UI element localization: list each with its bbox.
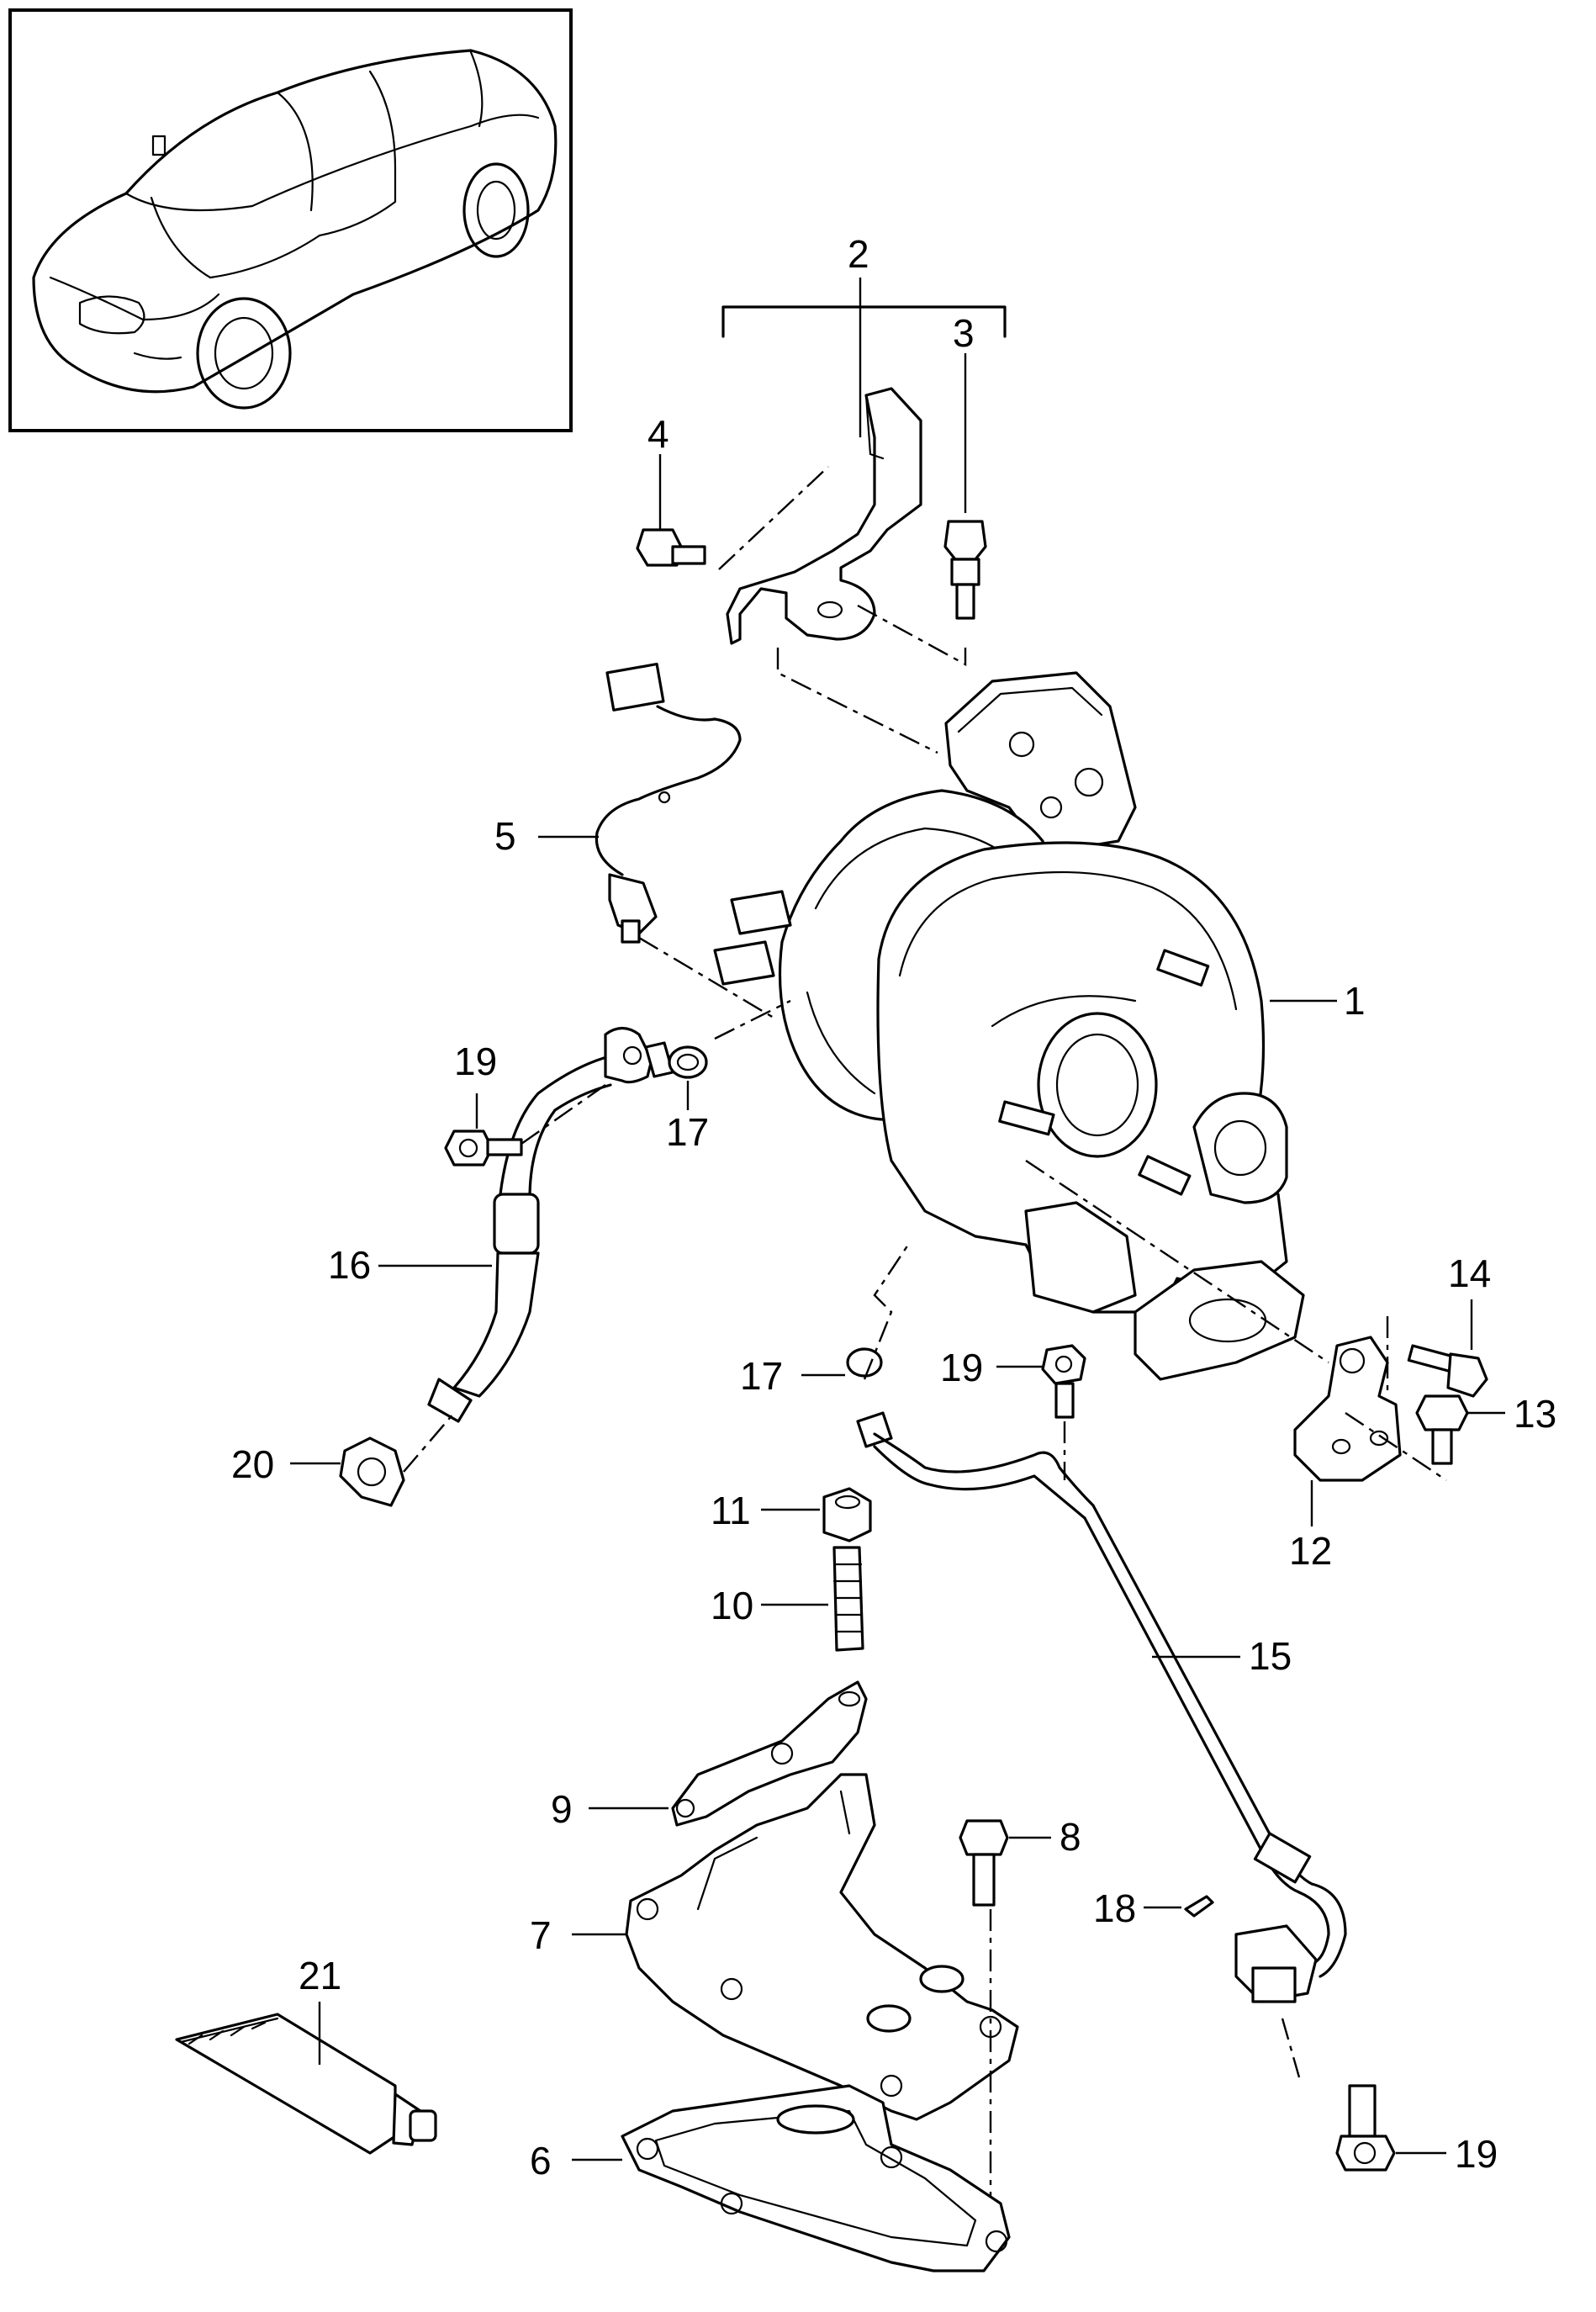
callout-2: 2 (848, 232, 869, 276)
callout-17-lower: 17 (740, 1354, 783, 1398)
bolt-19-left (444, 1130, 523, 1167)
callout-6: 6 (530, 2139, 552, 2182)
temperature-sensor-5 (595, 662, 742, 944)
callout-11: 11 (711, 1489, 751, 1532)
callout-19-lower-right: 19 (1455, 2132, 1498, 2176)
bolt-4 (636, 454, 706, 567)
callout-18: 18 (1093, 1886, 1136, 1930)
support-bracket-12 (1293, 1336, 1402, 1482)
callout-4: 4 (647, 412, 669, 456)
hose-clamp-20 (339, 1436, 405, 1507)
nut-11 (822, 1487, 872, 1542)
callout-19-left: 19 (454, 1040, 497, 1083)
bolt-19-middle (1041, 1344, 1086, 1419)
callout-12: 12 (1289, 1529, 1332, 1573)
bolt-19-lower-right (1335, 2084, 1396, 2172)
callout-13: 13 (1514, 1392, 1556, 1436)
bolt-14 (1407, 1344, 1488, 1398)
vehicle-inset (8, 8, 573, 432)
callout-17-upper: 17 (666, 1110, 709, 1154)
bracket-2-group-marker (721, 278, 1007, 338)
gasket-9 (671, 1680, 868, 1827)
callout-14: 14 (1448, 1251, 1491, 1295)
car-outline-illustration (32, 49, 558, 410)
bolt-8 (959, 1819, 1009, 1907)
turbocharger-assembly (713, 671, 1305, 1381)
callout-21: 21 (299, 1954, 341, 1997)
spring-clip-18 (1184, 1895, 1214, 1918)
callout-15: 15 (1249, 1634, 1292, 1678)
sealant-tube-21 (175, 2013, 437, 2155)
bolt-13 (1415, 1394, 1469, 1465)
o-ring-17-upper (668, 1045, 708, 1079)
adapter-housing-7 (625, 1773, 1019, 2121)
callout-1: 1 (1344, 979, 1366, 1023)
callout-19-middle: 19 (940, 1346, 983, 1389)
callout-3: 3 (953, 311, 975, 355)
heat-shield-bracket (726, 387, 922, 645)
oil-return-line-16 (427, 1026, 674, 1423)
gasket-6 (621, 2084, 1011, 2272)
callout-7: 7 (530, 1913, 552, 1957)
callout-labels: 1 2 3 4 5 6 7 8 9 10 11 12 13 14 15 16 1… (231, 232, 1556, 2182)
callout-10: 10 (711, 1584, 753, 1627)
stud-bolt-3 (943, 353, 987, 620)
callout-20: 20 (231, 1442, 274, 1486)
callout-8: 8 (1060, 1815, 1081, 1859)
callout-9: 9 (551, 1787, 573, 1831)
callout-16: 16 (328, 1243, 371, 1287)
callout-5: 5 (494, 814, 516, 858)
oil-feed-line-15 (846, 1347, 1347, 2003)
stud-10 (832, 1546, 864, 1652)
